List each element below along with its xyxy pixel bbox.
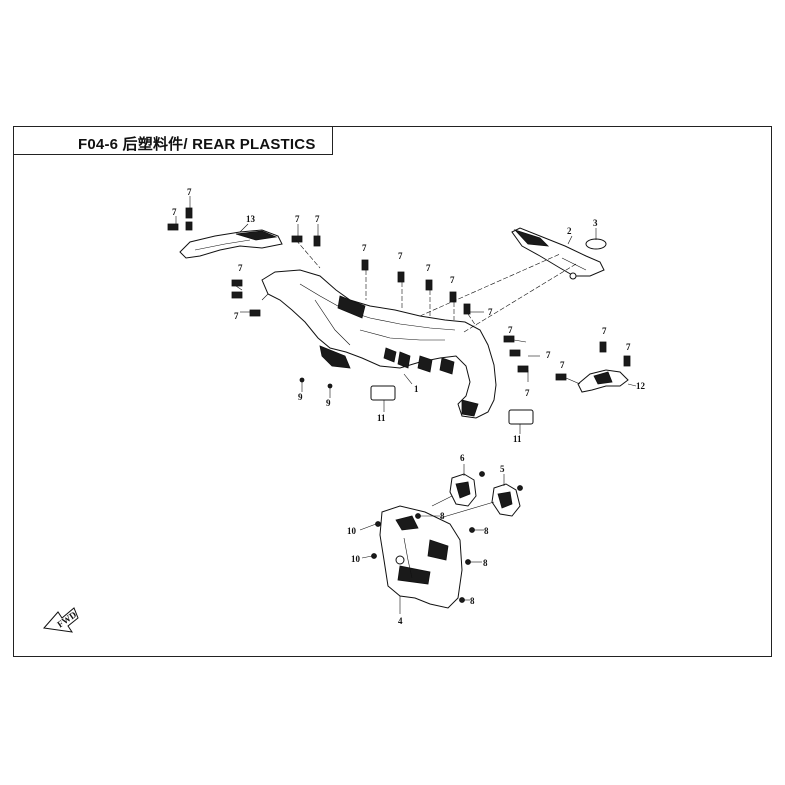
callout-7: 7 [398, 251, 403, 261]
callout-7: 7 [602, 326, 607, 336]
part-11-reflector-left[interactable] [370, 385, 396, 401]
fasteners [167, 207, 631, 603]
callout-7: 7 [315, 214, 320, 224]
callout-7: 7 [560, 360, 565, 370]
callout-7: 7 [508, 325, 513, 335]
callout-4: 4 [398, 616, 403, 626]
callout-5: 5 [500, 464, 505, 474]
callout-8: 8 [484, 526, 489, 536]
callout-7: 7 [234, 311, 239, 321]
part-2-rear-cover-right[interactable] [511, 227, 605, 280]
callout-8: 8 [470, 596, 475, 606]
fwd-arrow-icon: FWD [43, 607, 79, 633]
callout-7: 7 [450, 275, 455, 285]
callout-7: 7 [295, 214, 300, 224]
part-6-grab-handle-left[interactable] [449, 473, 477, 507]
callout-11: 11 [377, 413, 386, 423]
callout-7: 7 [362, 243, 367, 253]
callout-1: 1 [414, 384, 419, 394]
leader-lines [175, 196, 637, 614]
callout-12: 12 [636, 381, 646, 391]
diagram-title: F04-6 后塑料件/ REAR PLASTICS [78, 136, 316, 153]
callout-labels: 7 7 13 7 7 7 7 7 7 7 7 7 7 7 7 7 7 7 12 … [172, 187, 646, 626]
callout-9: 9 [326, 398, 331, 408]
callout-8: 8 [483, 558, 488, 568]
callout-3: 3 [593, 218, 598, 228]
callout-2: 2 [567, 226, 572, 236]
diagram-frame [13, 126, 772, 657]
callout-8: 8 [440, 511, 445, 521]
callout-10: 10 [347, 526, 357, 536]
callout-10: 10 [351, 554, 361, 564]
callout-7: 7 [488, 307, 493, 317]
callout-9: 9 [298, 392, 303, 402]
callout-13: 13 [246, 214, 256, 224]
part-11-reflector-right[interactable] [508, 409, 534, 425]
part-5-grab-handle-right[interactable] [491, 483, 521, 517]
callout-7: 7 [525, 388, 530, 398]
callout-11: 11 [513, 434, 522, 444]
callout-7: 7 [238, 263, 243, 273]
title-box: F04-6 后塑料件/ REAR PLASTICS [13, 126, 333, 155]
callout-7: 7 [172, 207, 177, 217]
callout-7: 7 [187, 187, 192, 197]
part-4-lower-panel[interactable] [379, 505, 463, 609]
callout-7: 7 [426, 263, 431, 273]
part-1-rear-fender[interactable] [261, 269, 497, 419]
callout-6: 6 [460, 453, 465, 463]
part-12-right-bracket[interactable] [577, 369, 629, 393]
callout-7: 7 [626, 342, 631, 352]
part-3-oval-badge[interactable] [585, 238, 607, 250]
part-13-rear-cover-left[interactable] [179, 229, 283, 259]
callout-7: 7 [546, 350, 551, 360]
